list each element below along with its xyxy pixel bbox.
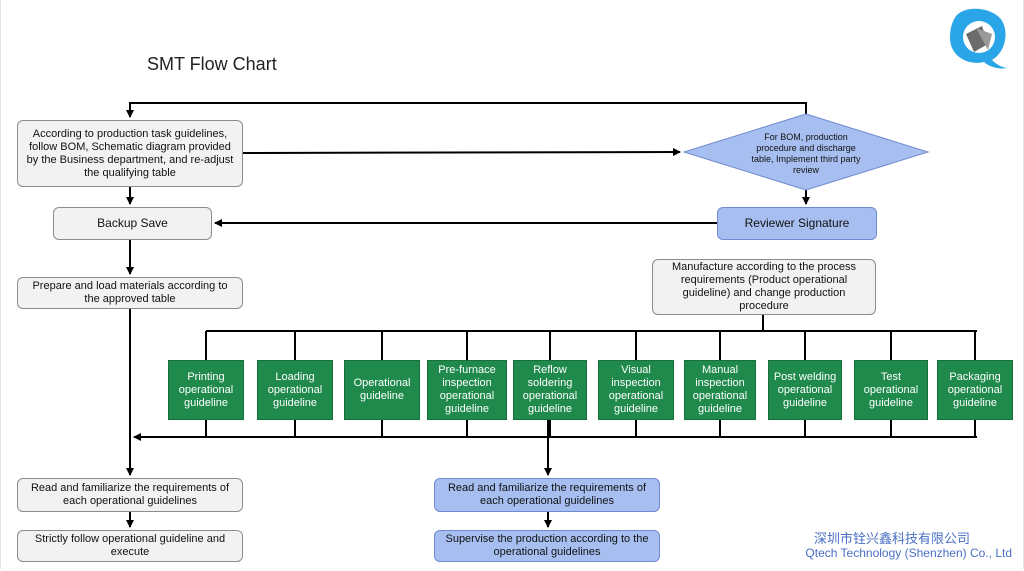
company-name-en: Qtech Technology (Shenzhen) Co., Ltd — [805, 546, 1012, 560]
third-party-review-decision: For BOM, production procedure and discha… — [751, 132, 861, 175]
production-task-step: According to production task guidelines,… — [17, 120, 243, 187]
supervise-production-step: Supervise the production according to th… — [434, 530, 660, 562]
reviewer-signature-step: Reviewer Signature — [717, 207, 877, 240]
company-name-cn: 深圳市铨兴鑫科技有限公司 — [813, 532, 970, 547]
guideline-box: Visual inspection operational guideline — [598, 360, 674, 420]
guideline-box: Manual inspection operational guideline — [684, 360, 756, 420]
follow-guideline-step: Strictly follow operational guideline an… — [17, 530, 243, 562]
read-guidelines-center-step: Read and familiarize the requirements of… — [434, 478, 660, 512]
decision-diamond — [682, 113, 930, 191]
prepare-materials-step: Prepare and load materials according to … — [17, 277, 243, 309]
manufacture-step: Manufacture according to the process req… — [652, 259, 876, 315]
guideline-box: Post welding operational guideline — [768, 360, 842, 420]
guideline-box: Printing operational guideline — [168, 360, 244, 420]
guideline-box: Pre-furnace inspection operational guide… — [427, 360, 507, 420]
guideline-box: Loading operational guideline — [257, 360, 333, 420]
company-logo — [950, 8, 1008, 69]
guideline-box: Reflow soldering operational guideline — [513, 360, 587, 420]
guideline-box: Packaging operational guideline — [937, 360, 1013, 420]
guideline-box: Test operational guideline — [854, 360, 928, 420]
read-guidelines-step: Read and familiarize the requirements of… — [17, 478, 243, 512]
arrow-step1-to-decision — [242, 148, 681, 157]
guideline-box: Operational guideline — [344, 360, 420, 420]
page-title: SMT Flow Chart — [147, 54, 277, 74]
backup-save-step: Backup Save — [53, 207, 212, 240]
